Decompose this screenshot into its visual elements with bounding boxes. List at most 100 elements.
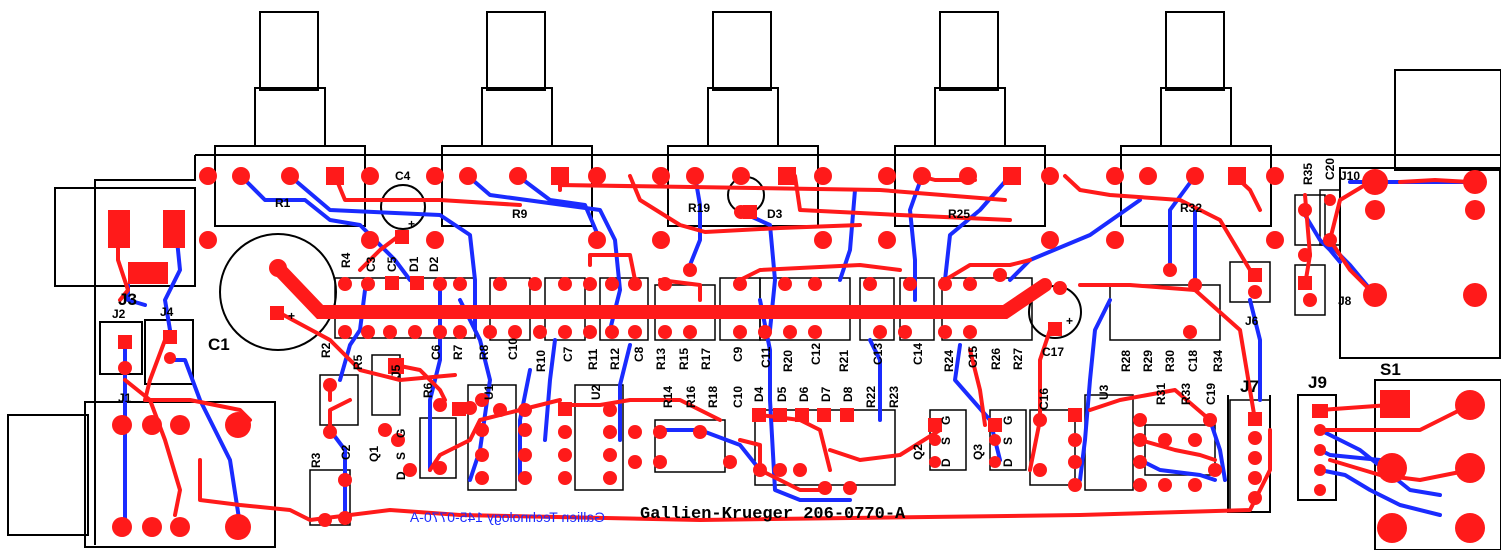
j10-outline xyxy=(1339,167,1501,359)
label-u3: U3 xyxy=(1097,384,1111,400)
label-c1-plus: + xyxy=(288,309,295,323)
label-d7: D7 xyxy=(819,386,833,402)
label-c8-left: C10 xyxy=(506,338,520,360)
label-c13: C13 xyxy=(871,343,885,365)
pot-r25-outline xyxy=(894,11,1046,227)
label-s1: S1 xyxy=(1380,360,1401,379)
label-c4-plus: + xyxy=(408,217,415,231)
label-d8: D8 xyxy=(841,386,855,402)
label-j5: J5 xyxy=(389,364,403,378)
silkscreen-layer xyxy=(7,11,1501,550)
label-r18: R18 xyxy=(706,386,720,408)
label-d3: D3 xyxy=(767,207,783,221)
label-q3-s: S xyxy=(1001,437,1015,445)
row-pads-bottom xyxy=(338,322,1197,339)
label-c6: C6 xyxy=(429,344,443,360)
label-r3: R3 xyxy=(309,452,323,468)
label-j8: J8 xyxy=(1338,294,1352,308)
board-mirrored-text: Gallien Technology 145-0770-A xyxy=(409,509,605,525)
pot-r19-outline xyxy=(667,11,819,227)
label-c2: C2 xyxy=(339,444,353,460)
label-r24: R24 xyxy=(942,350,956,372)
lower-pads xyxy=(318,358,1262,527)
lower-component-boxes xyxy=(309,354,1271,526)
pot-r32-outline xyxy=(1120,11,1272,227)
label-r17: R17 xyxy=(699,348,713,370)
label-j3: J3 xyxy=(118,290,137,309)
label-c10: C10 xyxy=(731,386,745,408)
label-j6: J6 xyxy=(1245,314,1259,328)
label-r10: R10 xyxy=(534,350,548,372)
label-r22: R22 xyxy=(864,386,878,408)
label-u1: U1 xyxy=(482,384,496,400)
label-r23: R23 xyxy=(887,386,901,408)
label-r21: R21 xyxy=(837,350,851,372)
s1-outline xyxy=(1374,379,1501,550)
label-j2: J2 xyxy=(112,307,126,321)
pot-r1-outline xyxy=(214,11,366,227)
label-j7: J7 xyxy=(1240,377,1259,396)
j2-outline xyxy=(99,321,143,375)
row-pads-top xyxy=(338,263,1202,295)
label-r19: R19 xyxy=(688,201,710,215)
j1-sleeve xyxy=(7,414,89,536)
label-q2-d: D xyxy=(939,458,953,467)
label-r7: R7 xyxy=(451,344,465,360)
label-j4: J4 xyxy=(160,305,174,319)
label-r1: R1 xyxy=(275,196,291,210)
label-r8: R8 xyxy=(477,344,491,360)
label-c14: C14 xyxy=(911,343,925,365)
pads-layer xyxy=(108,167,1487,543)
label-r13: R13 xyxy=(654,348,668,370)
label-r11: R11 xyxy=(586,348,600,370)
label-d6: D6 xyxy=(797,386,811,402)
label-d5: D5 xyxy=(775,386,789,402)
label-r12: R12 xyxy=(608,348,622,370)
label-q2-g: G xyxy=(939,416,953,425)
label-q1-g: G xyxy=(394,429,408,438)
label-d4: D4 xyxy=(752,386,766,402)
reference-labels: R1 C4 + R9 R19 D3 R25 R32 R35 C20 J10 J8… xyxy=(112,158,1401,480)
label-c12: C12 xyxy=(809,343,823,365)
label-d2: D2 xyxy=(427,256,441,272)
label-c15: C15 xyxy=(966,346,980,368)
label-r9: R9 xyxy=(512,207,528,221)
ground-bus-trace xyxy=(271,261,1052,319)
label-c11: C11 xyxy=(759,346,773,368)
bottom-copper-layer xyxy=(123,174,1477,527)
label-r14: R14 xyxy=(661,386,675,408)
label-r32: R32 xyxy=(1180,201,1202,215)
label-q3: Q3 xyxy=(971,444,985,460)
label-c17-plus: + xyxy=(1066,314,1073,328)
board-title: Gallien-Krueger 206-0770-A xyxy=(640,505,906,524)
label-c20: C20 xyxy=(1323,158,1337,180)
label-r29: R29 xyxy=(1141,350,1155,372)
label-c16: C16 xyxy=(1037,388,1051,410)
label-r4: R4 xyxy=(339,252,353,268)
label-u2: U2 xyxy=(589,384,603,400)
label-j9: J9 xyxy=(1308,373,1327,392)
label-r30: R30 xyxy=(1163,350,1177,372)
label-r5: R5 xyxy=(351,354,365,370)
label-r16: R16 xyxy=(684,386,698,408)
label-r34: R34 xyxy=(1211,350,1225,372)
label-c1: C1 xyxy=(208,335,230,354)
label-r2: R2 xyxy=(319,342,333,358)
label-r31: R31 xyxy=(1154,383,1168,405)
label-r26: R26 xyxy=(989,348,1003,370)
label-q1-d: D xyxy=(394,471,408,480)
label-r28: R28 xyxy=(1119,350,1133,372)
label-r20: R20 xyxy=(781,350,795,372)
label-q1: Q1 xyxy=(367,446,381,462)
label-j10: J10 xyxy=(1340,169,1360,183)
label-d1: D1 xyxy=(407,256,421,272)
label-r35: R35 xyxy=(1301,163,1315,185)
c1-outline xyxy=(219,233,337,351)
c4-outline xyxy=(380,184,426,230)
label-c18: C18 xyxy=(1186,350,1200,372)
label-r6: R6 xyxy=(421,382,435,398)
label-q3-g: G xyxy=(1001,416,1015,425)
label-q3-d: D xyxy=(1001,458,1015,467)
label-c9: C9 xyxy=(731,346,745,362)
label-c3: C3 xyxy=(364,256,378,272)
